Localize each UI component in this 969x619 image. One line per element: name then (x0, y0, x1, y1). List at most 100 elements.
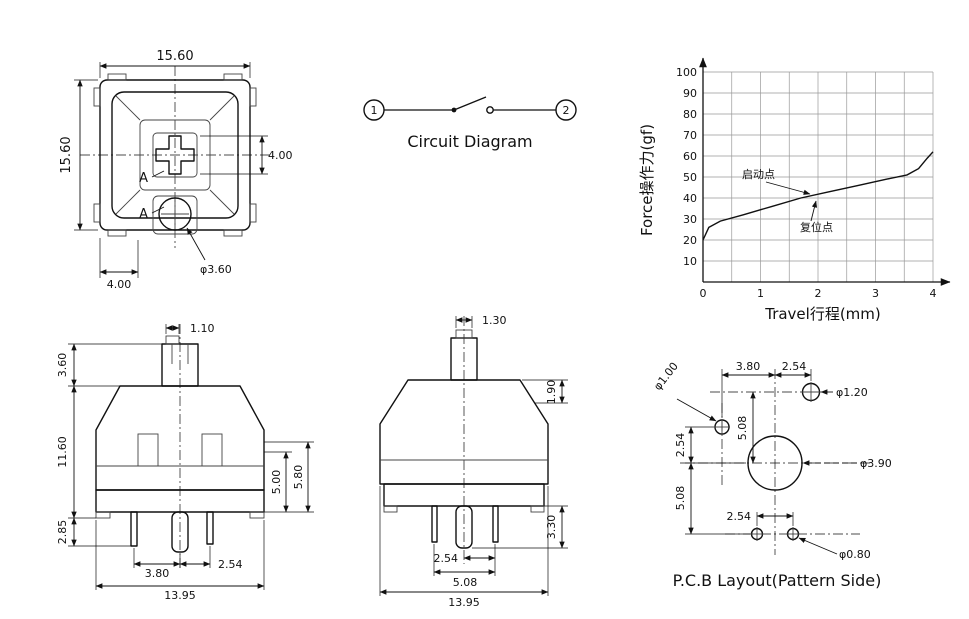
pin-b (492, 505, 499, 543)
svg-text:80: 80 (683, 108, 697, 121)
terminal-2-circle (555, 99, 577, 121)
svg-text:0: 0 (700, 287, 707, 300)
y-tick-labels: 100 90 80 70 60 50 40 30 20 10 (676, 66, 697, 268)
dim-left-pad-x: 3.80 (736, 360, 761, 373)
svg-text:1: 1 (757, 287, 764, 300)
leader-line (186, 227, 206, 261)
dim-pin-span: 5.08 (453, 576, 478, 589)
section-label-a2: A (139, 207, 148, 222)
dim-right-pad-y: 5.08 (736, 416, 749, 441)
svg-text:30: 30 (683, 213, 697, 226)
dim-stem-width: 1.30 (482, 314, 507, 327)
dim-stem-height: 3.60 (56, 353, 69, 378)
contact-open-circle (486, 106, 494, 114)
latch-housing (152, 195, 198, 235)
upper-housing-side (379, 379, 549, 485)
pin-a (431, 505, 438, 543)
contact-leaf (201, 433, 223, 467)
label-hole-bottom: φ0.80 (839, 548, 871, 561)
dim-right-pad-x: 2.54 (782, 360, 807, 373)
pin-left (130, 511, 138, 547)
dim-pin-length: 2.85 (56, 520, 69, 545)
switch-lever (453, 96, 487, 111)
center-hole (747, 435, 803, 491)
svg-text:3: 3 (872, 287, 879, 300)
dim-body-height: 11.60 (56, 436, 69, 468)
leader-hole-bottom (798, 537, 838, 555)
dim-pin-offset: 2.54 (434, 552, 459, 565)
center-post-circle (158, 197, 192, 231)
stem-nub (165, 335, 180, 345)
contact-leaf (137, 433, 159, 467)
svg-text:4: 4 (930, 287, 937, 300)
annotation-reset-leader (810, 200, 818, 222)
pcb-layout: 3.80 2.54 2.54 5.08 5.08 2.54 φ1.00 φ1.2… (651, 360, 892, 590)
section-arrow (151, 206, 165, 214)
base-foot (383, 505, 398, 513)
dim-stem-step: 1.10 (190, 322, 215, 335)
terminal-1-label: 1 (371, 104, 378, 117)
y-axis-label: Force操作力(gf) (638, 124, 656, 236)
stem-base-square (152, 132, 198, 178)
housing-tab (107, 229, 127, 237)
svg-text:60: 60 (683, 150, 697, 163)
x-axis-label: Travel行程(mm) (764, 305, 881, 323)
dim-bottom-row-y: 5.08 (674, 486, 687, 511)
svg-text:50: 50 (683, 171, 697, 184)
label-hole-left: φ1.00 (651, 360, 681, 393)
dim-inner-height: 5.00 (270, 470, 283, 495)
dim-top-width: 15.60 (156, 49, 193, 64)
base-foot (530, 505, 545, 513)
dim-bottom-offset: 4.00 (107, 278, 132, 291)
front-view: 3.60 11.60 2.85 1.10 5.00 5.80 3.80 2.54… (56, 322, 314, 602)
label-hole-right: φ1.20 (836, 386, 868, 399)
leader-hole-left (676, 398, 717, 422)
stem-nub-side (455, 329, 473, 339)
dim-bottom-pads: 2.54 (727, 510, 752, 523)
svg-text:70: 70 (683, 129, 697, 142)
svg-text:2: 2 (815, 287, 822, 300)
pcb-layout-title: P.C.B Layout(Pattern Side) (673, 571, 882, 590)
center-post-side (455, 505, 473, 549)
annotation-actuation-leader (765, 181, 811, 195)
svg-text:40: 40 (683, 192, 697, 205)
side-view: 1.30 1.90 3.30 2.54 5.08 13.95 (379, 314, 568, 609)
housing-tab (93, 87, 101, 107)
svg-text:100: 100 (676, 66, 697, 79)
pin-right (206, 511, 214, 545)
base-foot (249, 511, 265, 519)
x-tick-labels: 0 1 2 3 4 (700, 287, 937, 300)
svg-text:90: 90 (683, 87, 697, 100)
dim-total-width: 13.95 (448, 596, 480, 609)
force-travel-chart: 100 90 80 70 60 50 40 30 20 10 0 1 2 3 4… (638, 57, 951, 323)
dim-stem-size: 4.00 (268, 149, 293, 162)
section-arrow (151, 170, 165, 178)
housing-tab (249, 203, 257, 223)
top-view: A A 15.60 15.60 4.00 4.00 φ3.60 (59, 49, 293, 291)
svg-text:10: 10 (683, 255, 697, 268)
cap-corner-line (115, 189, 141, 215)
dim-left-pad-y: 2.54 (674, 433, 687, 458)
base-foot (95, 511, 111, 519)
dim-pin-left-offset: 3.80 (145, 567, 170, 580)
dim-total-width: 13.95 (164, 589, 196, 602)
dim-top-step: 1.90 (545, 380, 558, 405)
circuit-diagram: 1 2 Circuit Diagram (363, 96, 577, 151)
section-label-a1: A (139, 171, 148, 186)
cap-corner-line (209, 189, 235, 215)
housing-tab (249, 87, 257, 107)
annotation-reset-point: 复位点 (800, 220, 833, 234)
annotation-actuation-point: 启动点 (742, 168, 775, 181)
housing-tab (223, 73, 243, 81)
terminal-2-label: 2 (563, 104, 570, 117)
center-post (171, 511, 189, 553)
dim-left-height: 15.60 (59, 136, 74, 173)
stem-well (139, 119, 211, 191)
dim-outer-height: 5.80 (292, 465, 305, 490)
label-hole-center: φ3.90 (860, 457, 892, 470)
svg-text:20: 20 (683, 234, 697, 247)
cap-corner-line (209, 95, 235, 121)
force-curve (702, 151, 934, 241)
